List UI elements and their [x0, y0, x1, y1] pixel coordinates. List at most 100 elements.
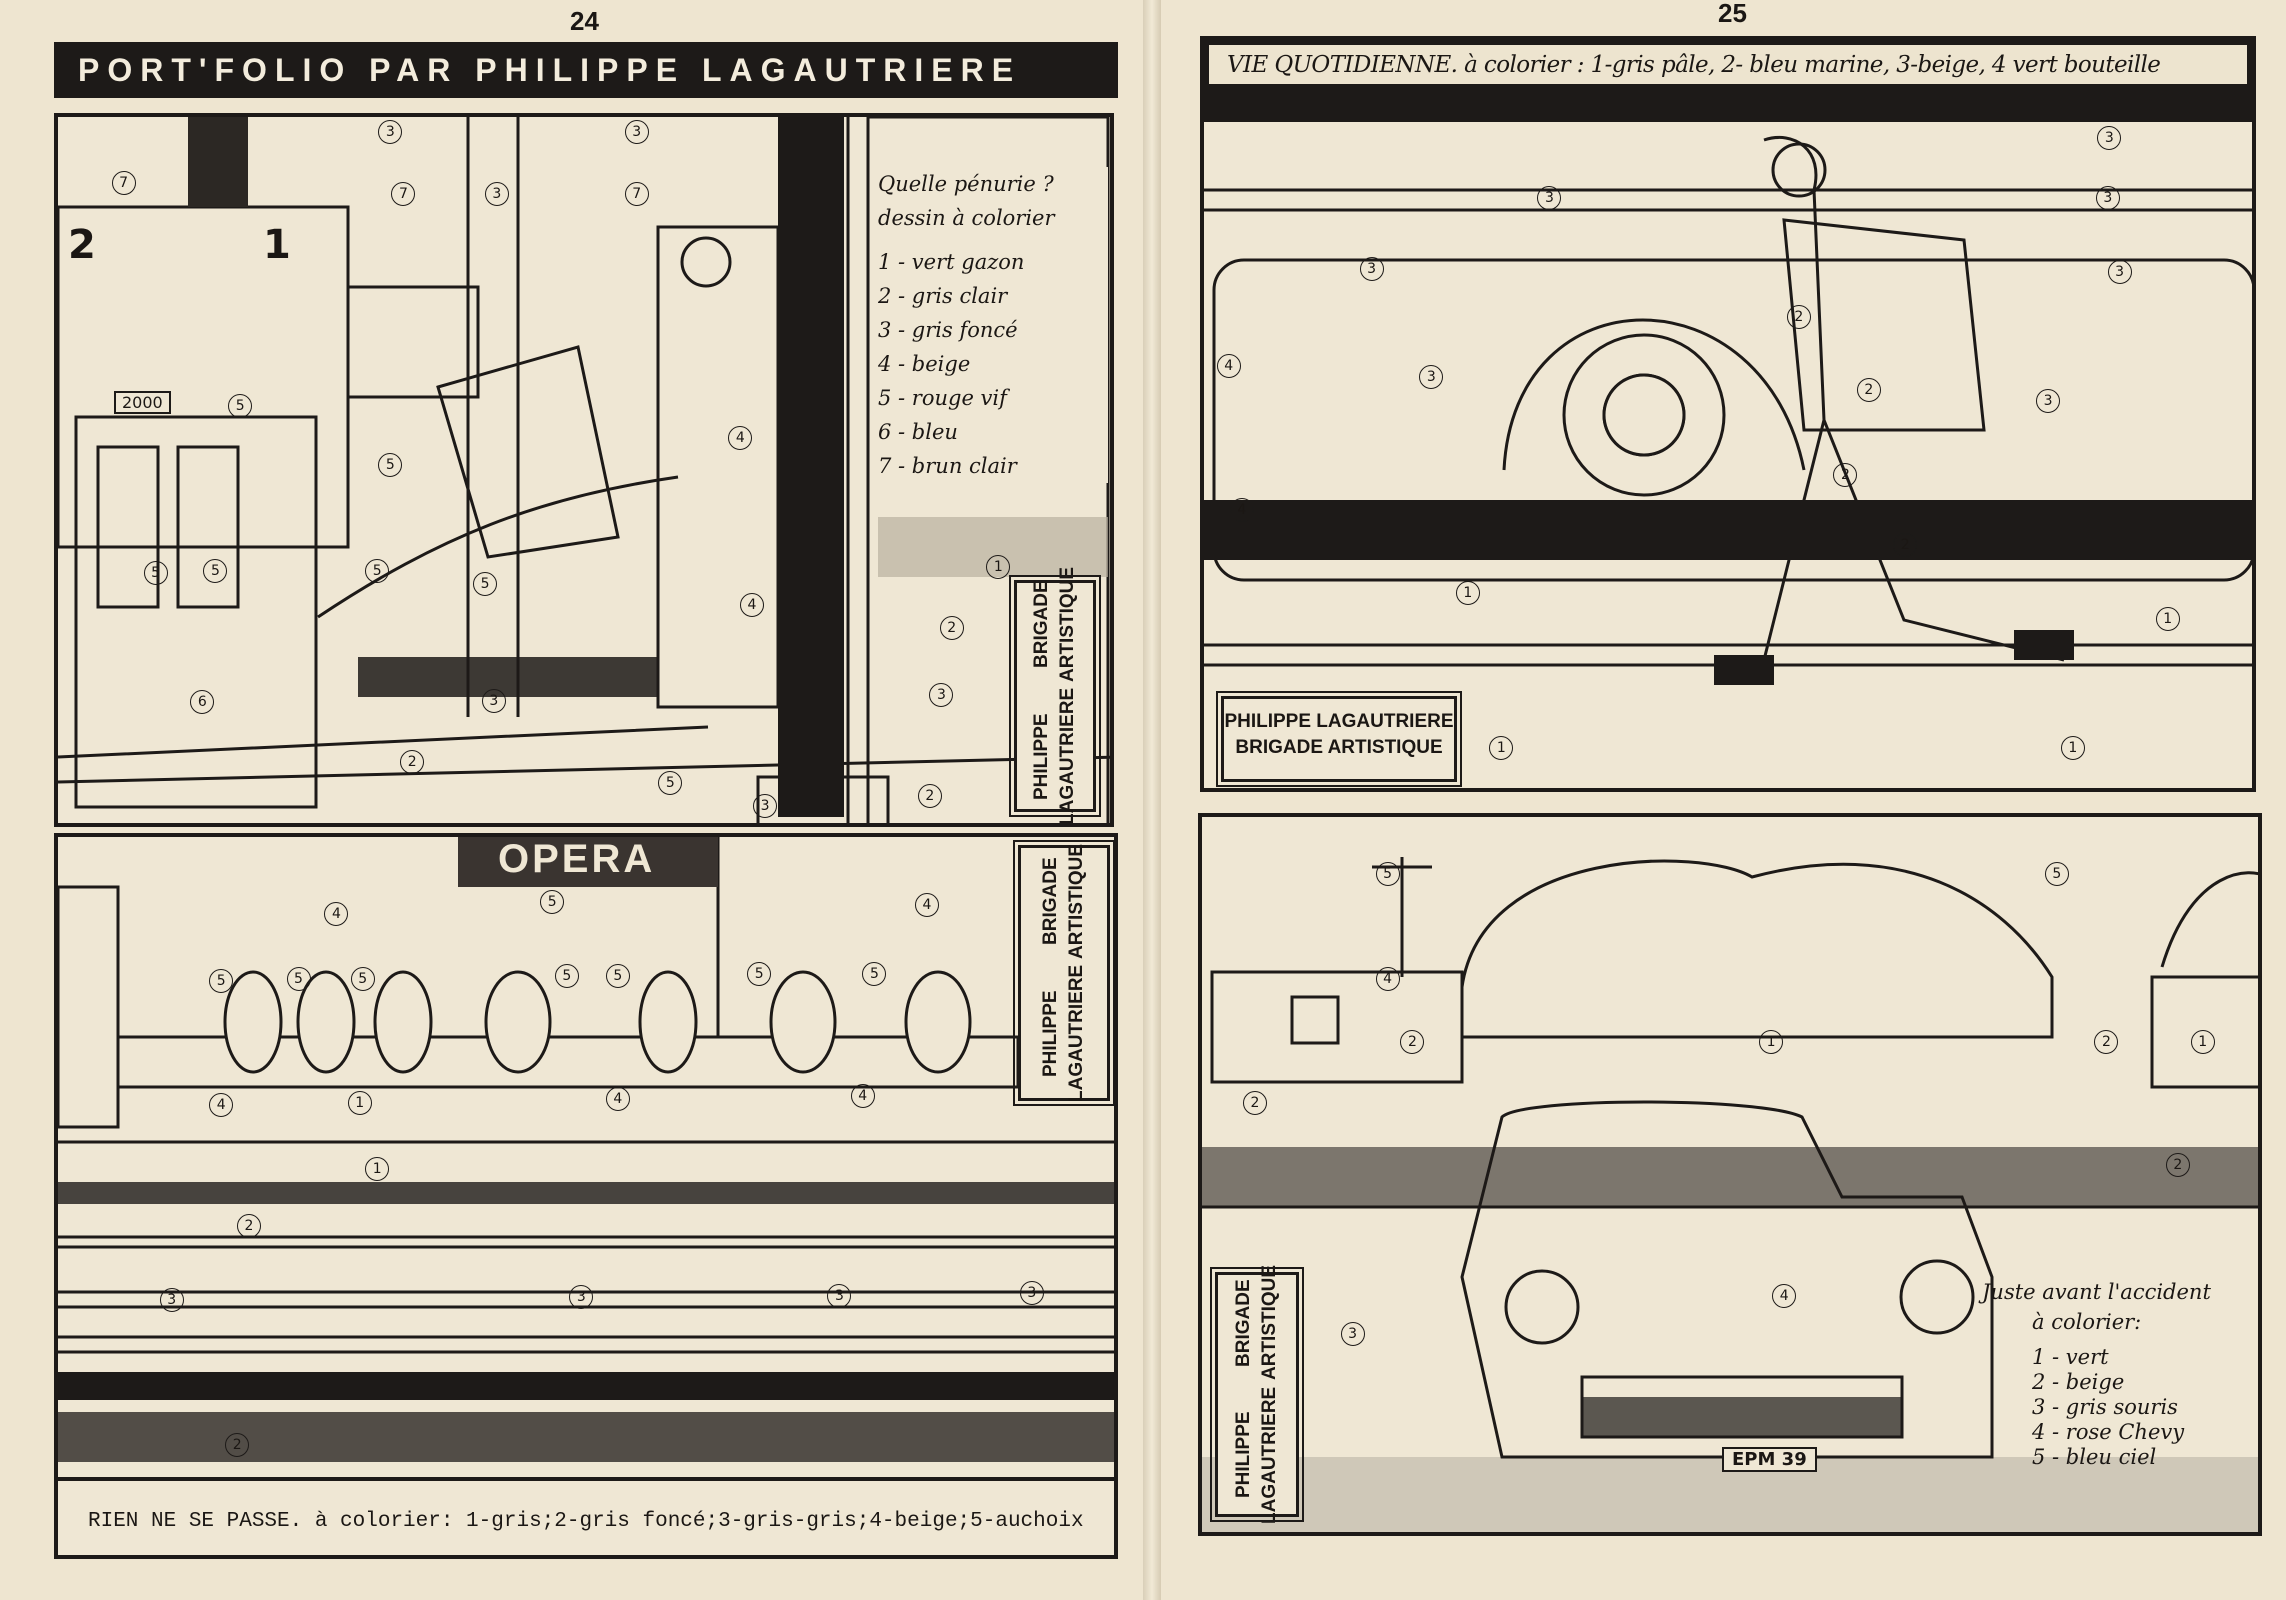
color-number-marker: 2	[236, 1213, 261, 1238]
color-number-marker: 7	[624, 181, 649, 206]
legend-item: 3 - gris foncé	[878, 318, 1018, 342]
credit-name: PHILIPPE LAGAUTRIERE	[1233, 1386, 1280, 1524]
color-number-marker: 4	[739, 592, 764, 617]
color-number-marker: 5	[378, 452, 403, 477]
color-number-marker: 3	[929, 683, 954, 708]
legend-item: 2 - gris clair	[878, 284, 1008, 308]
color-number-marker: 5	[350, 967, 375, 992]
color-number-marker: 4	[850, 1084, 875, 1109]
color-number-marker: 3	[1359, 257, 1384, 282]
color-number-marker: 3	[484, 181, 509, 206]
color-number-marker: 4	[1375, 967, 1400, 992]
color-number-marker: 1	[1759, 1030, 1784, 1055]
license-plate: EPM 39	[1722, 1447, 1817, 1472]
credit-group: BRIGADE ARTISTIQUE	[1233, 1265, 1280, 1381]
panel-gas-station: 2 1 2000 Quelle pénurie ? dessin à color…	[54, 113, 1114, 827]
color-number-marker: 1	[1455, 581, 1480, 606]
artist-credit: PHILIPPE LAGAUTRIERE BRIGADE ARTISTIQUE	[1216, 691, 1462, 787]
legend-subtitle: dessin à colorier	[878, 206, 1055, 230]
legend-item: 5 - rouge vif	[878, 386, 1007, 410]
color-number-marker: 3	[569, 1285, 594, 1310]
color-number-marker: 5	[1375, 862, 1400, 887]
metro-illustration	[58, 837, 1114, 1484]
color-number-marker: 2	[1833, 462, 1858, 487]
pump-price-display: 2000	[114, 391, 171, 414]
color-number-marker: 2	[400, 750, 425, 775]
color-number-marker: 5	[286, 967, 311, 992]
color-number-marker: 4	[324, 901, 349, 926]
color-number-marker: 3	[1340, 1321, 1365, 1346]
color-number-marker: 1	[2155, 607, 2180, 632]
color-number-marker: 1	[347, 1091, 372, 1116]
metro-caption: RIEN NE SE PASSE. à colorier: 1-gris;2-g…	[58, 1477, 1114, 1555]
color-number-marker: 5	[862, 961, 887, 986]
color-number-marker: 5	[473, 572, 498, 597]
color-number-marker: 3	[1537, 185, 1562, 210]
gas-legend: Quelle pénurie ? dessin à colorier 1 - v…	[878, 167, 1108, 483]
color-number-marker: 3	[2107, 260, 2132, 285]
color-number-marker: 5	[554, 964, 579, 989]
page-number-right: 25	[1718, 0, 1747, 28]
daily-life-header: VIE QUOTIDIENNE. à colorier : 1-gris pâl…	[1200, 36, 2256, 98]
color-number-marker: 2	[939, 616, 964, 641]
color-number-marker: 7	[391, 181, 416, 206]
color-number-marker: 3	[481, 688, 506, 713]
color-number-marker: 1	[365, 1156, 390, 1181]
color-number-marker: 5	[2044, 862, 2069, 887]
color-number-marker: 3	[1419, 365, 1444, 390]
color-number-marker: 4	[605, 1086, 630, 1111]
pump-number-2: 2	[68, 222, 96, 268]
gas-station-illustration	[58, 117, 1110, 823]
panel-running-man: PHILIPPE LAGAUTRIERE BRIGADE ARTISTIQUE …	[1200, 96, 2256, 792]
artist-credit: PHILIPPE LAGAUTRIERE BRIGADE ARTISTIQUE	[1009, 567, 1101, 823]
color-number-marker: 2	[1786, 305, 1811, 330]
bus-illustration	[1204, 100, 2252, 685]
page-gutter	[1143, 0, 1161, 1600]
artist-credit: PHILIPPE LAGAUTRIERE BRIGADE ARTISTIQUE	[1210, 1265, 1304, 1524]
color-number-marker: 3	[753, 793, 778, 818]
color-number-marker: 3	[2095, 185, 2120, 210]
credit-group: BRIGADE ARTISTIQUE	[1235, 737, 1443, 758]
color-number-marker: 5	[365, 559, 390, 584]
color-number-marker: 4	[1229, 497, 1254, 522]
color-number-marker: 3	[2036, 388, 2061, 413]
color-number-marker: 5	[203, 559, 228, 584]
legend-item: 3 - gris souris	[2032, 1395, 2178, 1419]
color-number-marker: 4	[1772, 1283, 1797, 1308]
color-number-marker: 1	[986, 554, 1011, 579]
pump-number-1: 1	[263, 222, 291, 268]
color-number-marker: 2	[1893, 532, 1918, 557]
color-number-marker: 1	[1489, 735, 1514, 760]
legend-title: Quelle pénurie ?	[878, 172, 1054, 196]
color-number-marker: 1	[2060, 735, 2085, 760]
color-number-marker: 5	[209, 968, 234, 993]
color-number-marker: 2	[1400, 1030, 1425, 1055]
legend-item: 4 - rose Chevy	[2032, 1420, 2185, 1444]
color-number-marker: 2	[1242, 1091, 1267, 1116]
color-number-marker: 3	[159, 1288, 184, 1313]
color-number-marker: 2	[2094, 1030, 2119, 1055]
legend-subtitle: à colorier:	[2032, 1310, 2142, 1334]
panel-metro-station: OPERA PHILIPPE LAGAUTRIERE BRIGADE ARTIS…	[54, 833, 1118, 1559]
page-number-left: 24	[570, 6, 599, 36]
color-number-marker: 3	[2097, 126, 2122, 151]
credit-group: BRIGADE ARTISTIQUE	[1031, 566, 1078, 682]
color-number-marker: 5	[540, 890, 565, 915]
legend-item: 2 - beige	[2032, 1370, 2125, 1394]
credit-name: PHILIPPE LAGAUTRIERE	[1031, 687, 1078, 826]
color-number-marker: 2	[225, 1432, 250, 1457]
color-number-marker: 3	[1019, 1280, 1044, 1305]
color-number-marker: 5	[747, 961, 772, 986]
opera-sign: OPERA	[498, 837, 656, 881]
legend-item: 5 - bleu ciel	[2032, 1445, 2157, 1469]
credit-name: PHILIPPE LAGAUTRIERE	[1224, 711, 1454, 732]
panel-chevy-car: EPM 39 PHILIPPE LAGAUTRIERE BRIGADE ARTI…	[1198, 813, 2262, 1536]
color-number-marker: 5	[143, 560, 168, 585]
legend-item: 4 - beige	[878, 352, 971, 376]
color-number-marker: 6	[190, 690, 215, 715]
color-number-marker: 2	[1856, 378, 1881, 403]
color-number-marker: 3	[624, 120, 649, 145]
legend-item: 6 - bleu	[878, 420, 958, 444]
legend-item: 7 - brun clair	[878, 454, 1017, 478]
portfolio-title: PORT'FOLIO PAR PHILIPPE LAGAUTRIERE	[54, 42, 1118, 98]
